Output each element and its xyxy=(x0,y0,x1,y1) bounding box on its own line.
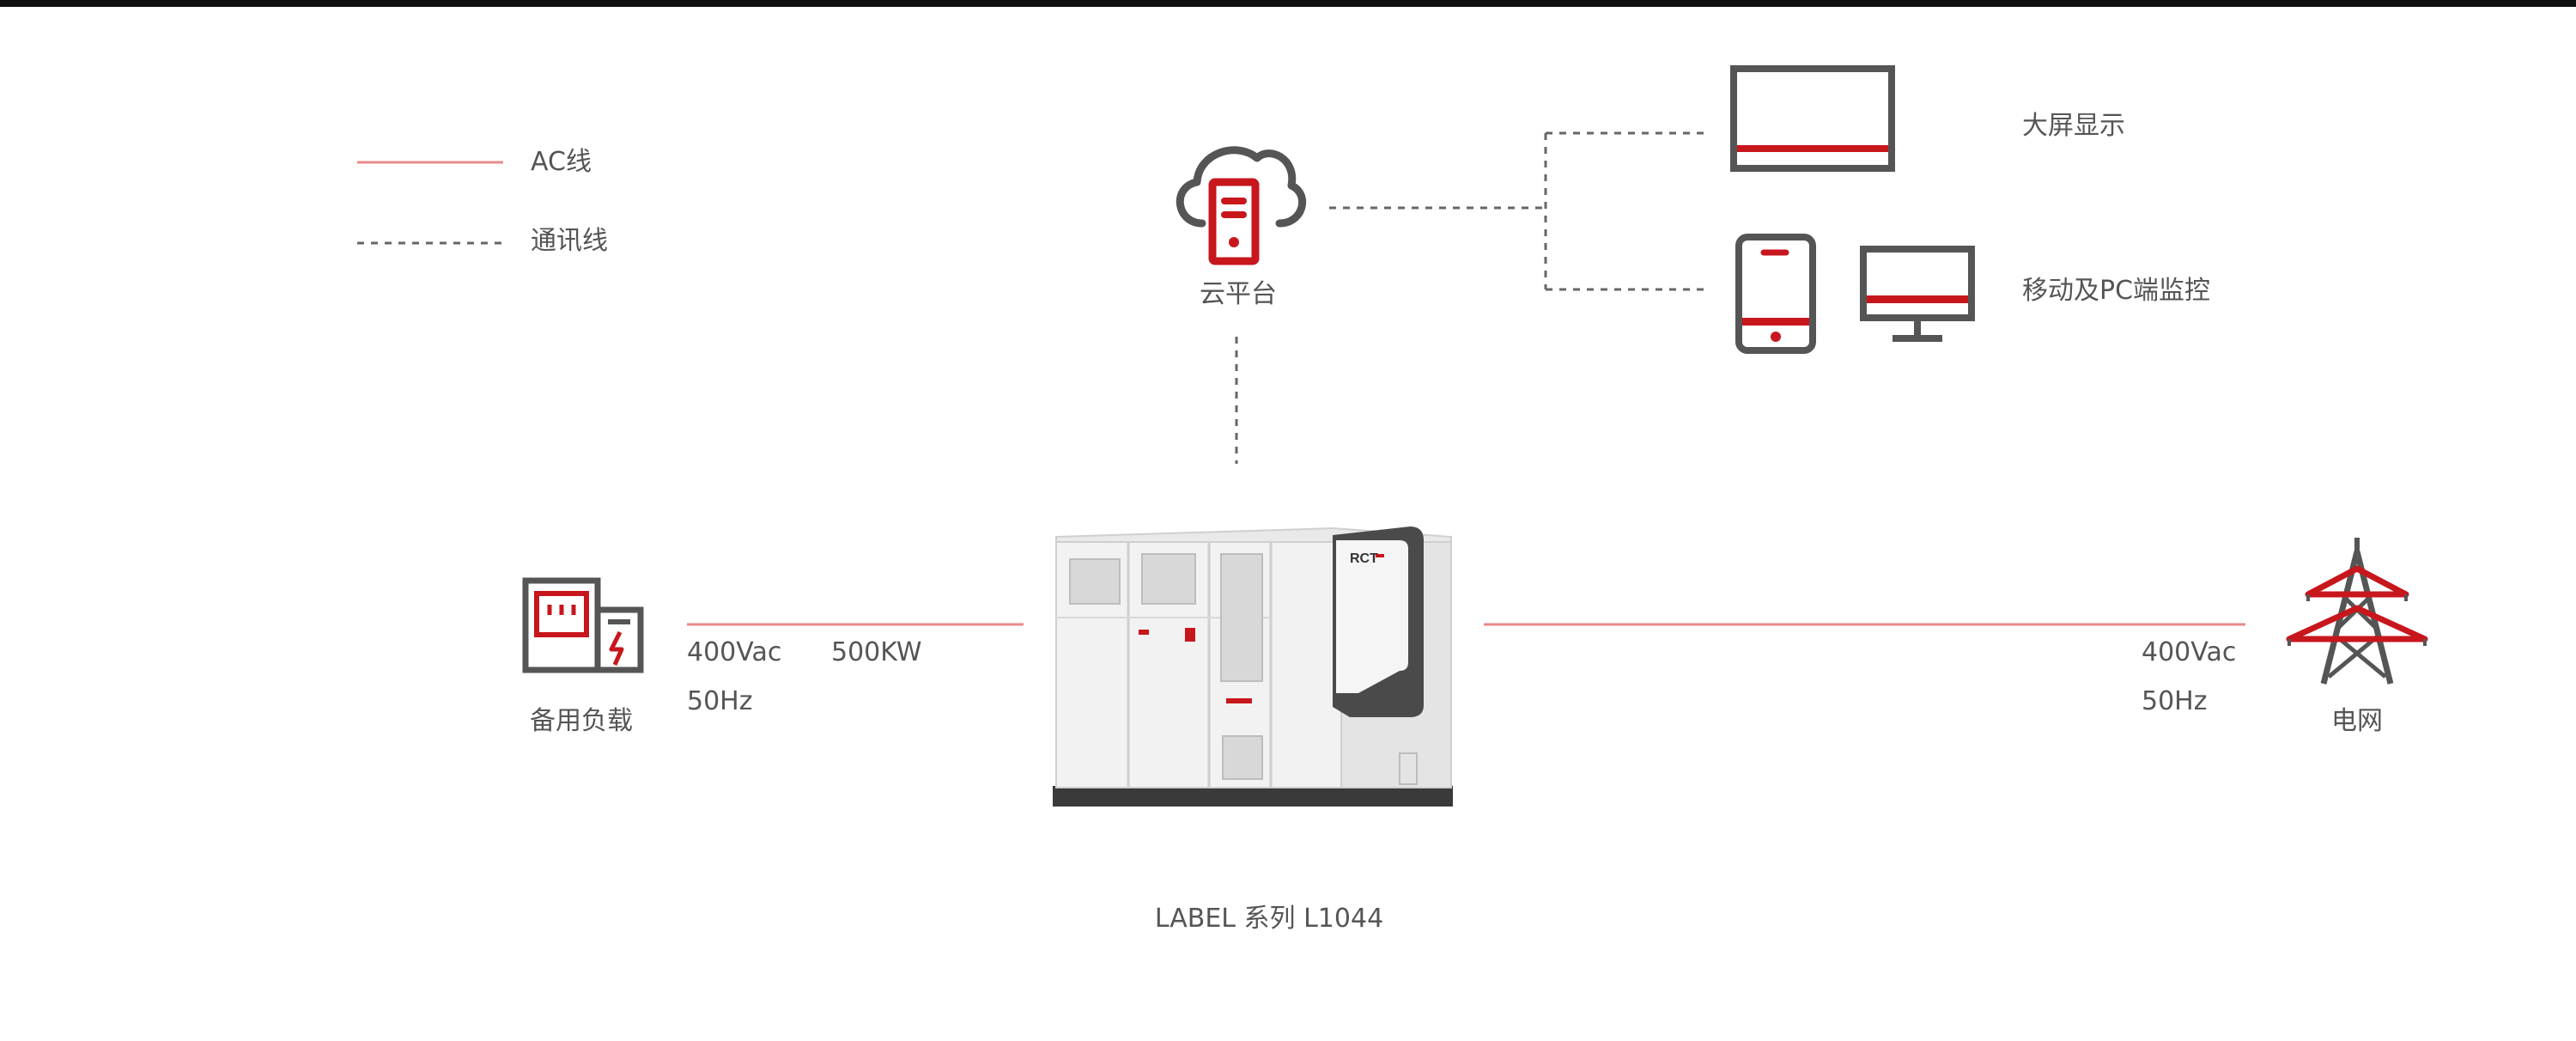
left-voltage-label: 400Vac xyxy=(687,637,782,667)
svg-text:RCT: RCT xyxy=(1350,551,1378,566)
mobile-pc-label: 移动及PC端监控 xyxy=(2022,276,2211,306)
big-screen-label: 大屏显示 xyxy=(2022,111,2125,141)
phone-icon xyxy=(1735,234,1816,354)
load-cabinet-icon xyxy=(522,577,644,673)
top-bar xyxy=(0,0,2576,7)
right-voltage-label: 400Vac xyxy=(2142,637,2237,667)
left-frequency-label: 50Hz xyxy=(687,686,753,716)
left-power-label: 500KW xyxy=(831,637,922,667)
cloud-label: 云平台 xyxy=(1200,279,1277,309)
pc-monitor-icon xyxy=(1860,246,1975,342)
grid-label: 电网 xyxy=(2331,706,2383,736)
right-frequency-label: 50Hz xyxy=(2142,686,2208,716)
power-tower-icon xyxy=(2286,538,2428,685)
backup-load-label: 备用负载 xyxy=(530,706,633,736)
legend-ac-label: AC线 xyxy=(531,147,592,177)
cloud-server-icon xyxy=(1176,146,1307,265)
energy-storage-cabinet-icon: RCT xyxy=(1053,527,1453,807)
cabinet-label: LABEL 系列 L1044 xyxy=(1154,904,1384,934)
large-monitor-icon xyxy=(1730,65,1895,172)
legend-comm-label: 通讯线 xyxy=(531,226,608,256)
phone-and-pc-icon xyxy=(1735,234,1975,354)
